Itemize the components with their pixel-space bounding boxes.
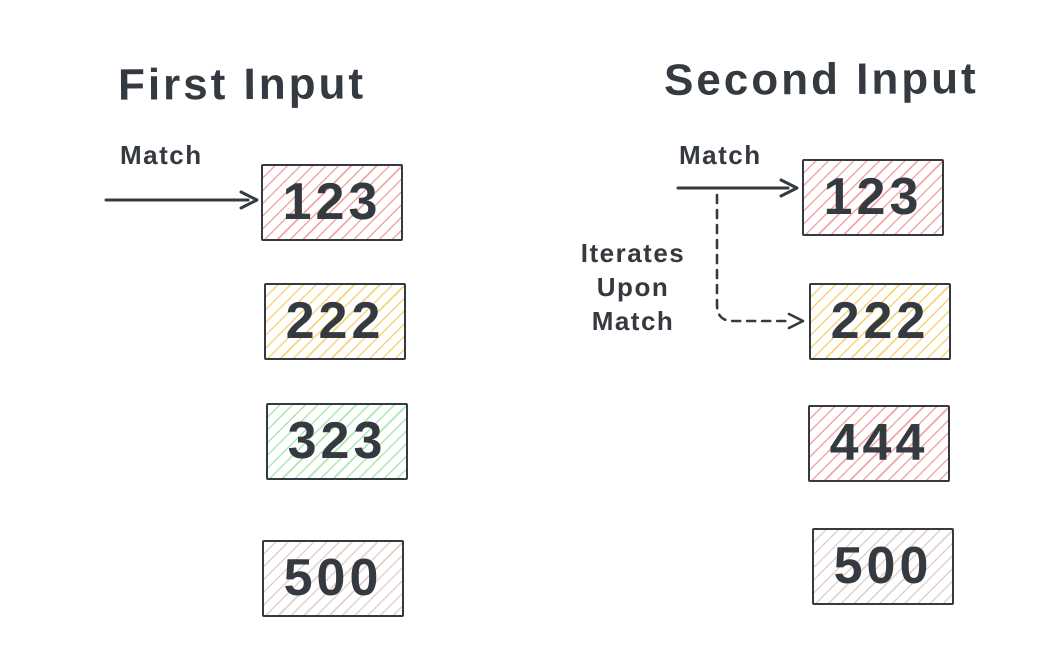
first-input-title: First Input bbox=[117, 59, 367, 110]
box-value: 444 bbox=[829, 413, 929, 472]
value-box-first-222: 222 bbox=[264, 283, 406, 360]
box-value: 222 bbox=[285, 291, 385, 350]
box-value: 500 bbox=[833, 536, 933, 595]
value-box-first-500: 500 bbox=[262, 540, 404, 617]
value-box-second-222: 222 bbox=[809, 283, 951, 360]
iterates-label-line: Match bbox=[591, 306, 675, 336]
iterates-label-line: Iterates bbox=[580, 238, 686, 268]
match-label-second: Match bbox=[679, 140, 762, 170]
second-input-title: Second Input bbox=[663, 54, 979, 105]
iterates-upon-match-label: Iterates Upon Match bbox=[550, 236, 716, 338]
match-label-first: Match bbox=[120, 140, 203, 170]
box-value: 123 bbox=[823, 167, 923, 226]
value-box-second-123: 123 bbox=[802, 159, 944, 236]
value-box-first-323: 323 bbox=[266, 403, 408, 480]
box-value: 222 bbox=[830, 291, 930, 350]
value-box-second-444: 444 bbox=[808, 405, 950, 482]
match-arrow-second-icon bbox=[676, 178, 799, 198]
iterates-label-line: Upon bbox=[596, 272, 670, 302]
box-value: 323 bbox=[287, 411, 387, 470]
box-value: 123 bbox=[282, 172, 382, 231]
value-box-first-123: 123 bbox=[261, 164, 403, 241]
box-value: 500 bbox=[283, 548, 383, 607]
match-arrow-first-icon bbox=[104, 190, 259, 210]
iterates-arrow-icon bbox=[715, 193, 805, 330]
value-box-second-500: 500 bbox=[812, 528, 954, 605]
